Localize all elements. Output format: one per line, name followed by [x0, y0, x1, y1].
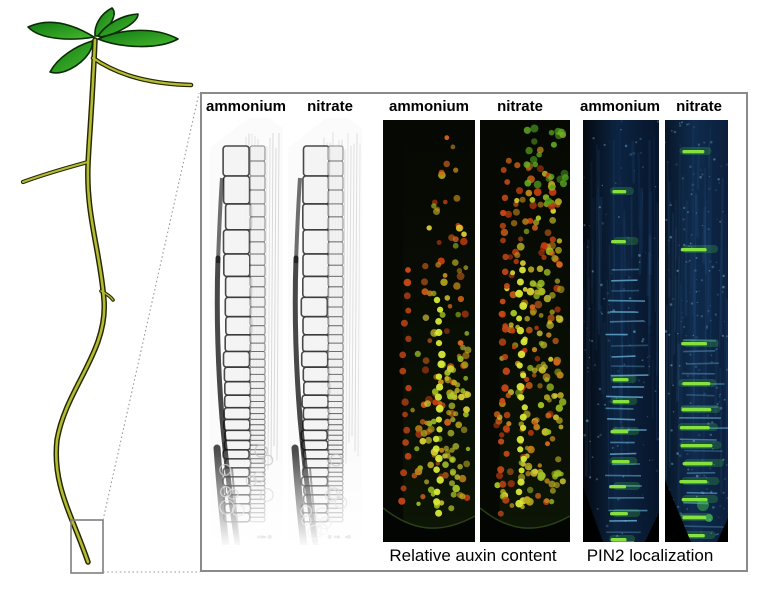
label-nitrate-auxin: nitrate	[497, 98, 543, 115]
label-ammonium-auxin: ammonium	[388, 98, 470, 115]
figure-panel: ammonium nitrate ammonium nitrate ammoni…	[200, 92, 748, 572]
brightfield-ammonium-image	[210, 118, 283, 545]
caption-pin2: PIN2 localization	[586, 546, 714, 565]
label-nitrate-pin2: nitrate	[676, 98, 722, 115]
rosette-leaves	[27, 7, 179, 74]
brightfield-nitrate-image	[288, 118, 362, 545]
auxin-nitrate-image	[480, 120, 570, 542]
pin2-ammonium-image	[583, 120, 659, 542]
label-nitrate-brightfield: nitrate	[307, 98, 353, 115]
caption-auxin: Relative auxin content	[389, 546, 557, 565]
auxin-ammonium-image	[383, 120, 475, 542]
leader-line-diagonal	[102, 92, 200, 521]
arabidopsis-seedling-icon	[20, 7, 200, 574]
stem	[20, 37, 194, 565]
root-tip-zoom-box	[70, 519, 104, 574]
label-ammonium-pin2: ammonium	[579, 98, 661, 115]
pin2-nitrate-image	[665, 120, 728, 542]
label-ammonium-brightfield: ammonium	[205, 98, 287, 115]
